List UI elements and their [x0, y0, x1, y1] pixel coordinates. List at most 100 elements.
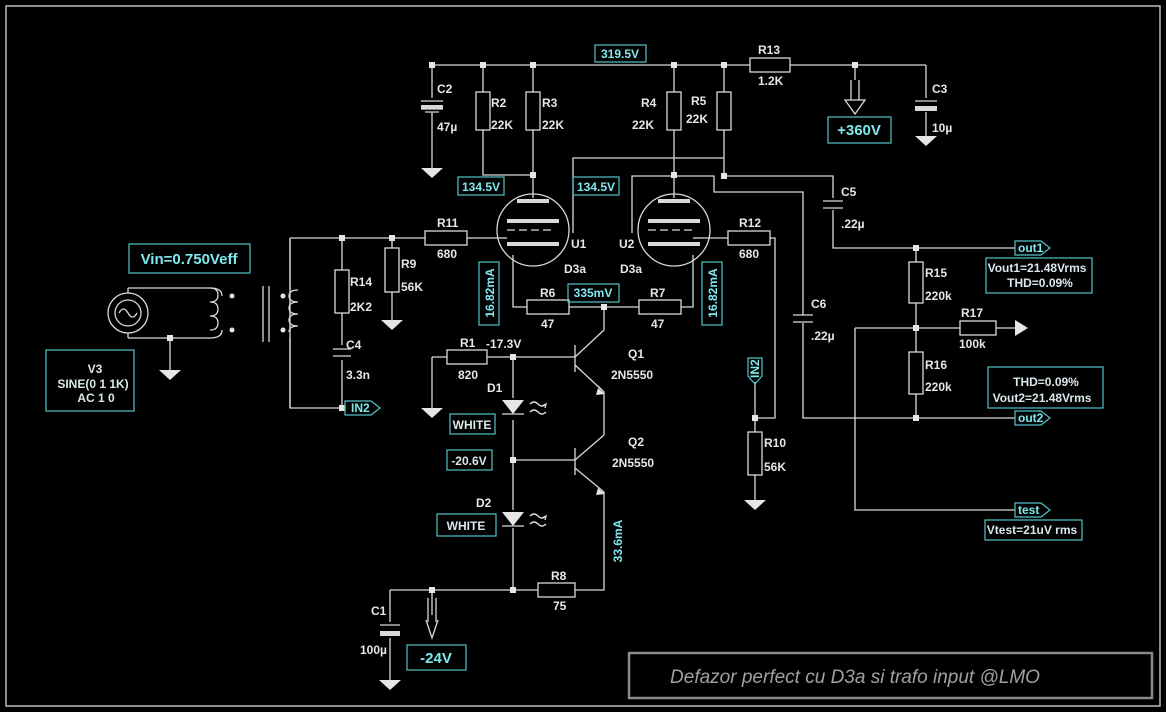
thd-label-1: THD=0.09%: [1007, 276, 1073, 290]
current-16-82-right: 16.82mA: [706, 268, 720, 318]
value-r10: 56K: [764, 460, 786, 474]
value-r5: 22K: [686, 112, 708, 126]
port-out2: out2: [1018, 411, 1044, 425]
label-r9: R9: [401, 257, 417, 271]
tube-u1: [496, 193, 570, 267]
value-boxes: [45, 44, 1154, 700]
value-r3: 22K: [542, 118, 564, 132]
port-test: test: [1018, 503, 1039, 517]
resistor-r10: [747, 431, 763, 476]
capacitor-c5: [823, 200, 843, 209]
vout1-label: Vout1=21.48Vrms: [988, 261, 1087, 275]
label-c1: C1: [371, 604, 387, 618]
port-texts: out1 out2 test IN2 IN2: [351, 241, 1044, 517]
label-r2: R2: [491, 96, 507, 110]
supply-minus24: -24V: [420, 650, 452, 667]
label-c6: C6: [811, 297, 827, 311]
resistor-r17: [959, 320, 997, 336]
port-in2-right: IN2: [748, 359, 762, 378]
component-labels: C2 47µ R2 22K R3 22K R4 22K R5 22K R13 1…: [346, 43, 986, 657]
value-r2: 22K: [491, 118, 513, 132]
label-r14: R14: [350, 275, 372, 289]
white-label-2: WHITE: [447, 519, 486, 533]
supply-plus360: +360V: [837, 122, 881, 139]
v3-ac: AC 1 0: [77, 391, 115, 405]
label-r11: R11: [437, 216, 459, 230]
schematic-title: Defazor perfect cu D3a si trafo input @L…: [670, 667, 1040, 688]
label-c5: C5: [841, 185, 857, 199]
value-r9: 56K: [401, 280, 423, 294]
label-d1: D1: [487, 381, 503, 395]
capacitor-c4: [333, 348, 351, 357]
label-r17: R17: [961, 306, 983, 320]
wires: [128, 64, 1015, 680]
title-frame: [627, 651, 1154, 700]
value-c5: .22µ: [841, 217, 865, 231]
supply-arrows: [425, 80, 867, 641]
type-q2: 2N5550: [612, 456, 654, 470]
value-r13: 1.2K: [758, 74, 784, 88]
value-r4: 22K: [632, 118, 654, 132]
diode-d2: [502, 512, 547, 527]
label-r8: R8: [551, 569, 567, 583]
resistor-r1: [446, 349, 488, 365]
voltage-134-5-right: 134.5V: [577, 180, 615, 194]
label-r15: R15: [925, 266, 947, 280]
resistor-r5: [716, 91, 732, 131]
type-u1: D3a: [564, 262, 586, 276]
label-r6: R6: [540, 286, 556, 300]
v3-sine: SINE(0 1 1K): [57, 377, 128, 391]
thd-label-2: THD=0.09%: [1013, 375, 1079, 389]
value-c6: .22µ: [811, 329, 835, 343]
label-c4: C4: [346, 338, 362, 352]
sheet-frame: [5, 5, 1161, 707]
resistor-r12: [727, 230, 771, 246]
resistor-r11: [424, 230, 468, 246]
label-r3: R3: [542, 96, 558, 110]
grounds: [159, 136, 937, 690]
vout2-label: Vout2=21.48Vrms: [993, 391, 1092, 405]
resistor-r9: [384, 247, 400, 293]
resistor-r14: [334, 269, 350, 314]
label-c3: C3: [932, 82, 948, 96]
capacitors: [333, 100, 937, 636]
type-q1: 2N5550: [611, 368, 653, 382]
resistor-r3: [525, 91, 541, 131]
resistor-r8: [537, 582, 576, 598]
voltage-134-5-left: 134.5V: [462, 180, 500, 194]
label-r5: R5: [691, 94, 707, 108]
value-c4: 3.3n: [346, 368, 370, 382]
box-texts: 319.5V +360V 134.5V 134.5V Vin=0.750Veff…: [57, 47, 1091, 688]
vtest-label: Vtest=21uV rms: [987, 523, 1078, 537]
label-r4: R4: [641, 96, 657, 110]
voltage-335mv: 335mV: [574, 286, 613, 300]
label-c2: C2: [437, 82, 453, 96]
value-c3: 10µ: [932, 121, 952, 135]
vin-label: Vin=0.750Veff: [141, 251, 239, 268]
transformer: [209, 238, 299, 408]
white-label-1: WHITE: [453, 418, 492, 432]
label-u1: U1: [571, 237, 587, 251]
value-r8: 75: [553, 599, 567, 613]
resistor-r13: [749, 57, 791, 73]
value-c1: 100µ: [360, 643, 387, 657]
port-symbols: [344, 240, 1051, 518]
transistor-q2: [596, 488, 605, 495]
current-16-82-left: 16.82mA: [483, 268, 497, 318]
tube-u2: [637, 193, 711, 267]
resistor-r6: [526, 299, 570, 315]
resistor-r4: [666, 91, 682, 131]
label-q1: Q1: [628, 347, 644, 361]
resistor-r7: [638, 299, 682, 315]
label-r1: R1: [460, 336, 476, 350]
value-r1: 820: [458, 368, 478, 382]
resistor-r15: [908, 261, 924, 304]
label-r13: R13: [758, 43, 780, 57]
v3-name: V3: [88, 362, 103, 376]
value-r16: 220k: [925, 380, 952, 394]
label-r12: R12: [739, 216, 761, 230]
label-r7: R7: [650, 286, 666, 300]
type-u2: D3a: [620, 262, 642, 276]
label-q2: Q2: [628, 435, 644, 449]
